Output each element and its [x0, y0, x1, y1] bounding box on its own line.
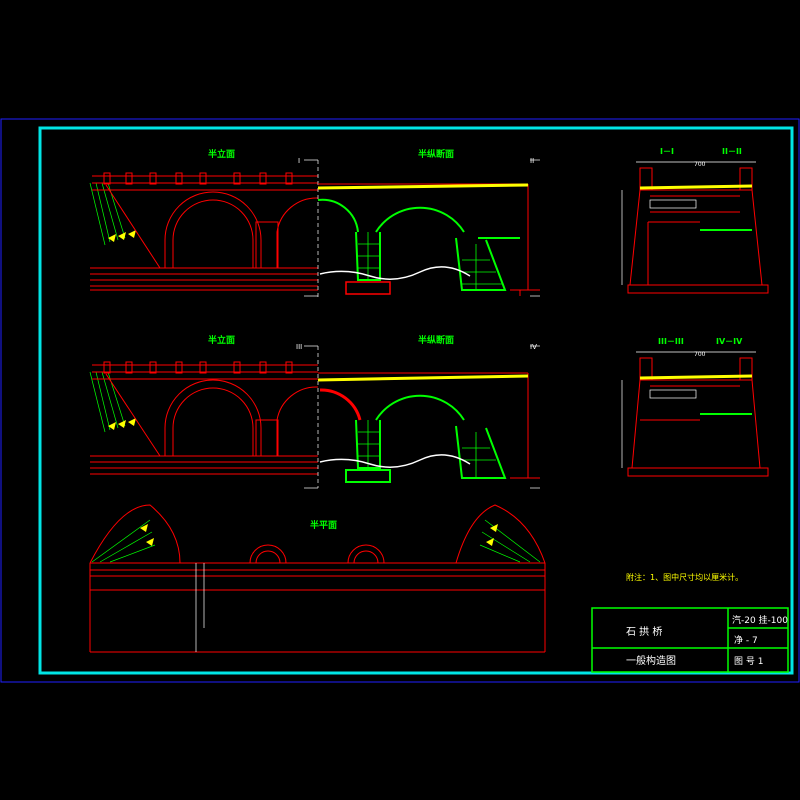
- cross-section-top: I－I II－II 700: [621, 147, 769, 294]
- section-top-dim: 700: [694, 161, 706, 168]
- section-label-ii-ii: II－II: [722, 147, 742, 156]
- section-label-i-i: I－I: [660, 147, 674, 156]
- title-block-subtitle: 一般构造图: [626, 654, 676, 667]
- drawing-frame: [38, 126, 794, 675]
- elevation-middle: 半立面 半纵断面 III IV: [89, 334, 540, 489]
- elevation-mid-right-title: 半纵断面: [418, 334, 454, 346]
- section-label-iv-iv: IV－IV: [716, 337, 743, 346]
- outer-border: [0, 118, 800, 683]
- drawing-note: 附注：1、图中尺寸均以厘米计。: [626, 572, 743, 582]
- section-mark-iii: III: [296, 343, 302, 351]
- section-mark-iv: IV: [530, 343, 537, 351]
- plan-view: 半平面: [89, 504, 546, 653]
- elevation-top-right-title: 半纵断面: [418, 148, 454, 160]
- elevation-mid-left-title: 半立面: [208, 334, 235, 346]
- section-bottom-dim: 700: [694, 351, 706, 358]
- section-mark-i-top: I: [298, 157, 300, 165]
- title-block-width: 净 - 7: [734, 634, 758, 646]
- elevation-top: 半立面 半纵断面 I II: [89, 148, 540, 300]
- cross-section-bottom: III－III IV－IV 700: [621, 337, 769, 477]
- title-block-sheet: 图 号 1: [734, 656, 763, 667]
- elevation-top-left-title: 半立面: [208, 148, 235, 160]
- section-label-iii-iii: III－III: [658, 337, 684, 346]
- plan-title: 半平面: [310, 519, 337, 531]
- title-block: 石 拱 桥 一般构造图 汽-20 挂-100 净 - 7 图 号 1: [591, 607, 789, 673]
- title-block-load: 汽-20 挂-100: [732, 614, 788, 626]
- section-mark-ii-top: II: [530, 157, 534, 165]
- title-block-name: 石 拱 桥: [626, 625, 662, 638]
